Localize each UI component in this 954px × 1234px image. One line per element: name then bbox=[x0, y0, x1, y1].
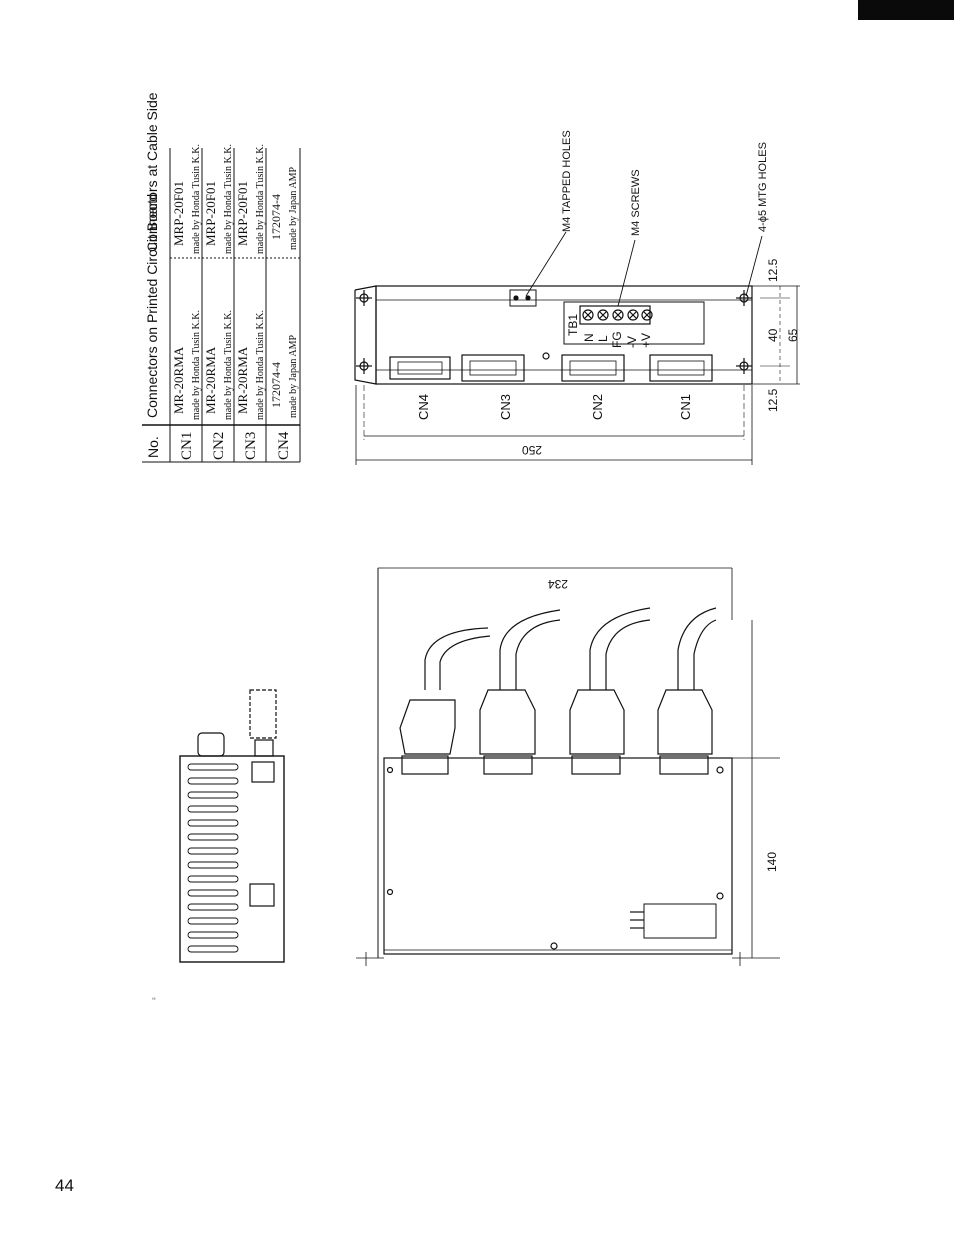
row2-board-part: MR-20RMA bbox=[203, 346, 218, 414]
terminal-block-label: TB1 bbox=[566, 314, 580, 336]
connector-label-cn3: CN3 bbox=[498, 394, 513, 420]
row2-board-maker: made by Honda Tusin K.K. bbox=[223, 310, 234, 420]
dim-234: 234 bbox=[548, 577, 568, 591]
table-header-cable: Connectors at Cable Side bbox=[144, 92, 160, 252]
row1-cable-maker: made by Honda Tusin K.K. bbox=[191, 144, 202, 254]
row2-no: CN2 bbox=[211, 432, 227, 460]
callout-screws: M4 SCREWS bbox=[630, 169, 642, 236]
table-header-no: No. bbox=[145, 436, 161, 458]
row3-cable-part: MRP-20F01 bbox=[235, 181, 250, 246]
dim-250: 250 bbox=[522, 443, 542, 457]
dim-40: 40 bbox=[766, 328, 780, 342]
row4-cable-maker: made by Japan AMP bbox=[288, 167, 299, 250]
terminal-fg: FG bbox=[610, 331, 624, 348]
row4-board-maker: made by Japan AMP bbox=[288, 335, 299, 418]
connector-label-cn4: CN4 bbox=[416, 394, 431, 420]
row3-no: CN3 bbox=[243, 432, 259, 460]
callout-tapped-holes: M4 TAPPED HOLES bbox=[561, 130, 573, 232]
row2-cable-part: MRP-20F01 bbox=[203, 181, 218, 246]
dim-12-5-bottom: 12.5 bbox=[766, 388, 780, 412]
row3-cable-maker: made by Honda Tusin K.K. bbox=[255, 144, 266, 254]
terminal-n: N bbox=[582, 333, 596, 342]
row4-board-part: 172074-4 bbox=[269, 362, 283, 408]
table-header-board: Connectors on Printed Circuit Board bbox=[144, 194, 160, 418]
connector-label-cn1: CN1 bbox=[678, 394, 693, 420]
side-view bbox=[179, 689, 285, 963]
connector-label-cn2: CN2 bbox=[590, 394, 605, 420]
row1-cable-part: MRP-20F01 bbox=[171, 181, 186, 246]
terminal-l: L bbox=[596, 335, 610, 342]
table-header-texts: No. Connectors on Printed Circuit Board … bbox=[144, 92, 161, 458]
table-rows: CN1 MR-20RMA made by Honda Tusin K.K. MR… bbox=[171, 144, 299, 460]
row1-no: CN1 bbox=[179, 432, 195, 460]
corner-printer-mark bbox=[858, 0, 954, 20]
dim-65: 65 bbox=[786, 328, 800, 342]
vent-slots bbox=[187, 763, 239, 953]
row1-board-part: MR-20RMA bbox=[171, 346, 186, 414]
dim-12-5-top: 12.5 bbox=[766, 258, 780, 282]
row4-no: CN4 bbox=[276, 431, 292, 460]
terminal-plus-v: +V bbox=[639, 333, 653, 348]
top-view-labels: 234 140 bbox=[548, 577, 779, 872]
row1-board-maker: made by Honda Tusin K.K. bbox=[191, 310, 202, 420]
connector-table bbox=[142, 148, 301, 463]
row3-board-maker: made by Honda Tusin K.K. bbox=[255, 310, 266, 420]
page-number: 44 bbox=[55, 1176, 74, 1195]
row2-cable-maker: made by Honda Tusin K.K. bbox=[223, 144, 234, 254]
callout-mtg-holes: 4-ϕ5 MTG HOLES bbox=[757, 142, 769, 232]
terminal-minus-v: -V bbox=[625, 336, 639, 348]
row3-board-part: MR-20RMA bbox=[235, 346, 250, 414]
stray-mark: ‘‘ bbox=[152, 996, 156, 1006]
dim-140: 140 bbox=[765, 852, 779, 872]
row4-cable-part: 172074-4 bbox=[269, 194, 283, 240]
front-panel-view bbox=[354, 231, 800, 465]
top-view bbox=[356, 567, 780, 966]
front-panel-labels: M4 TAPPED HOLES M4 SCREWS 4-ϕ5 MTG HOLES… bbox=[416, 130, 800, 457]
